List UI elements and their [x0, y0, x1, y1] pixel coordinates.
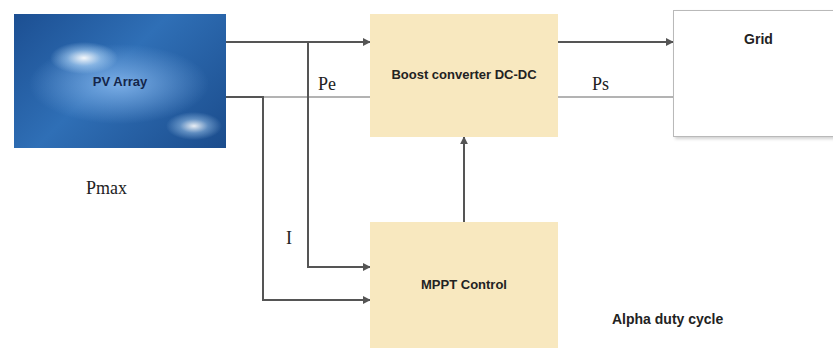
- power-label: Ps: [592, 74, 609, 95]
- signal-arrow: [463, 137, 465, 222]
- grid-box: Grid: [673, 10, 833, 137]
- signal-arrow: [226, 97, 370, 300]
- converter-box: Boost converter DC-DC: [370, 14, 558, 137]
- return-wire: [558, 96, 673, 98]
- power-label: Pe: [318, 74, 336, 95]
- signal-label: I: [286, 228, 292, 249]
- node-text: Boost converter DC-DC: [391, 66, 536, 85]
- node-text: PV Array: [93, 74, 147, 89]
- control-box: MPPT Control: [370, 222, 558, 348]
- signal-label: Alpha duty cycle: [612, 311, 723, 327]
- signal-arrow: [226, 42, 370, 267]
- node-text: Grid: [674, 31, 833, 47]
- pv-array-image: PV Array: [14, 14, 226, 148]
- signal-arrow: [558, 41, 673, 43]
- node-text: MPPT Control: [421, 276, 507, 295]
- power-label: Pmax: [86, 178, 127, 199]
